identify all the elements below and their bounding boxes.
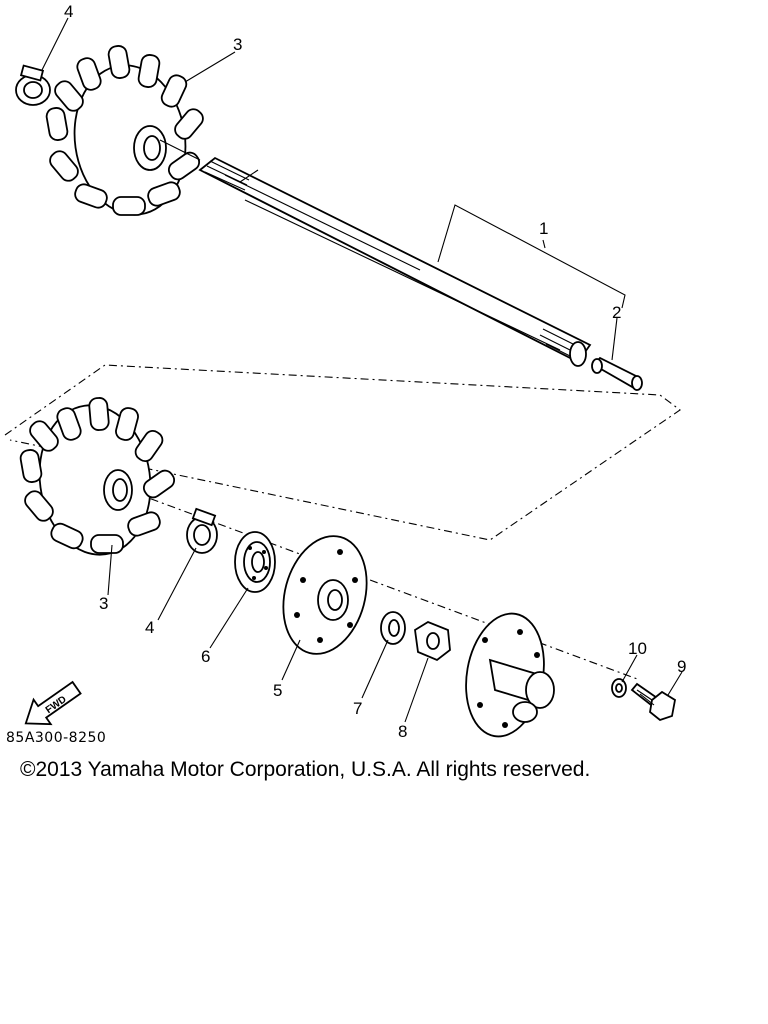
callout-3-bottom: 3: [99, 594, 108, 613]
callout-4-top: 4: [64, 2, 73, 21]
callout-10: 10: [628, 639, 647, 658]
callout-1: 1: [539, 219, 548, 238]
fwd-arrow-icon: FWD: [24, 680, 82, 726]
leader-lines: [41, 17, 683, 723]
callout-6: 6: [201, 647, 210, 666]
sprocket-bottom[interactable]: [19, 397, 177, 562]
flange-plate[interactable]: [271, 527, 379, 664]
lock-washer[interactable]: [611, 678, 627, 698]
assembly-boundary: [4, 364, 681, 541]
callout-4-bottom: 4: [145, 618, 154, 637]
callout-3-top: 3: [233, 35, 242, 54]
sprocket-top[interactable]: [45, 45, 206, 222]
washer[interactable]: [380, 611, 406, 645]
figure-code: 85A300-8250: [6, 730, 107, 746]
copyright-notice: ©2013 Yamaha Motor Corporation, U.S.A. A…: [20, 758, 591, 781]
callout-7: 7: [353, 699, 362, 718]
drive-shaft[interactable]: [198, 156, 592, 367]
pin[interactable]: [591, 356, 643, 391]
center-axis: [99, 479, 641, 681]
clamp-bottom[interactable]: [186, 507, 218, 554]
hub-flange[interactable]: [457, 607, 555, 742]
callout-9: 9: [677, 657, 686, 676]
bolt[interactable]: [630, 682, 676, 722]
callout-2: 2: [612, 303, 621, 322]
parts-diagram: 1 2 3 4 3 4 6 5 7 8 10 9 FWD: [4, 2, 686, 742]
bearing[interactable]: [234, 531, 276, 593]
nut[interactable]: [414, 620, 451, 662]
clamp-top[interactable]: [15, 64, 51, 106]
callout-5: 5: [273, 681, 282, 700]
callout-8: 8: [398, 722, 407, 741]
